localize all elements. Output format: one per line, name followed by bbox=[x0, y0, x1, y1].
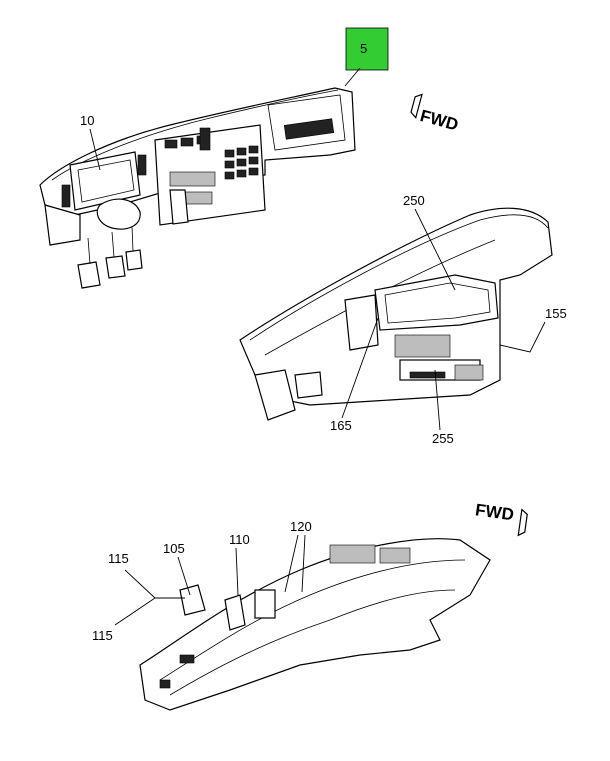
callout-115-top[interactable]: 115 bbox=[108, 551, 129, 566]
svg-text:FWD: FWD bbox=[418, 106, 460, 134]
switch-panel bbox=[164, 127, 259, 205]
callout-115-bottom[interactable]: 115 bbox=[92, 628, 113, 643]
wiring-harness-assembly bbox=[139, 538, 491, 711]
callout-120[interactable]: 120 bbox=[290, 519, 312, 534]
callout-165[interactable]: 165 bbox=[330, 418, 352, 433]
callout-250[interactable]: 250 bbox=[403, 193, 425, 208]
fwd-arrow-bottom: FWD bbox=[474, 500, 528, 537]
callout-5[interactable]: 5 bbox=[360, 41, 367, 56]
callout-155[interactable]: 155 bbox=[545, 306, 567, 321]
svg-text:FWD: FWD bbox=[474, 500, 515, 524]
pedals bbox=[77, 225, 143, 289]
dash-rear-assembly bbox=[239, 207, 553, 421]
callout-110[interactable]: 110 bbox=[229, 532, 250, 547]
highlight-box bbox=[345, 27, 389, 71]
dashboard-assembly bbox=[39, 87, 356, 289]
callout-255[interactable]: 255 bbox=[432, 431, 454, 446]
callout-10[interactable]: 10 bbox=[80, 113, 94, 128]
callout-105[interactable]: 105 bbox=[163, 541, 185, 556]
fwd-arrow-top: FWD bbox=[410, 93, 460, 135]
